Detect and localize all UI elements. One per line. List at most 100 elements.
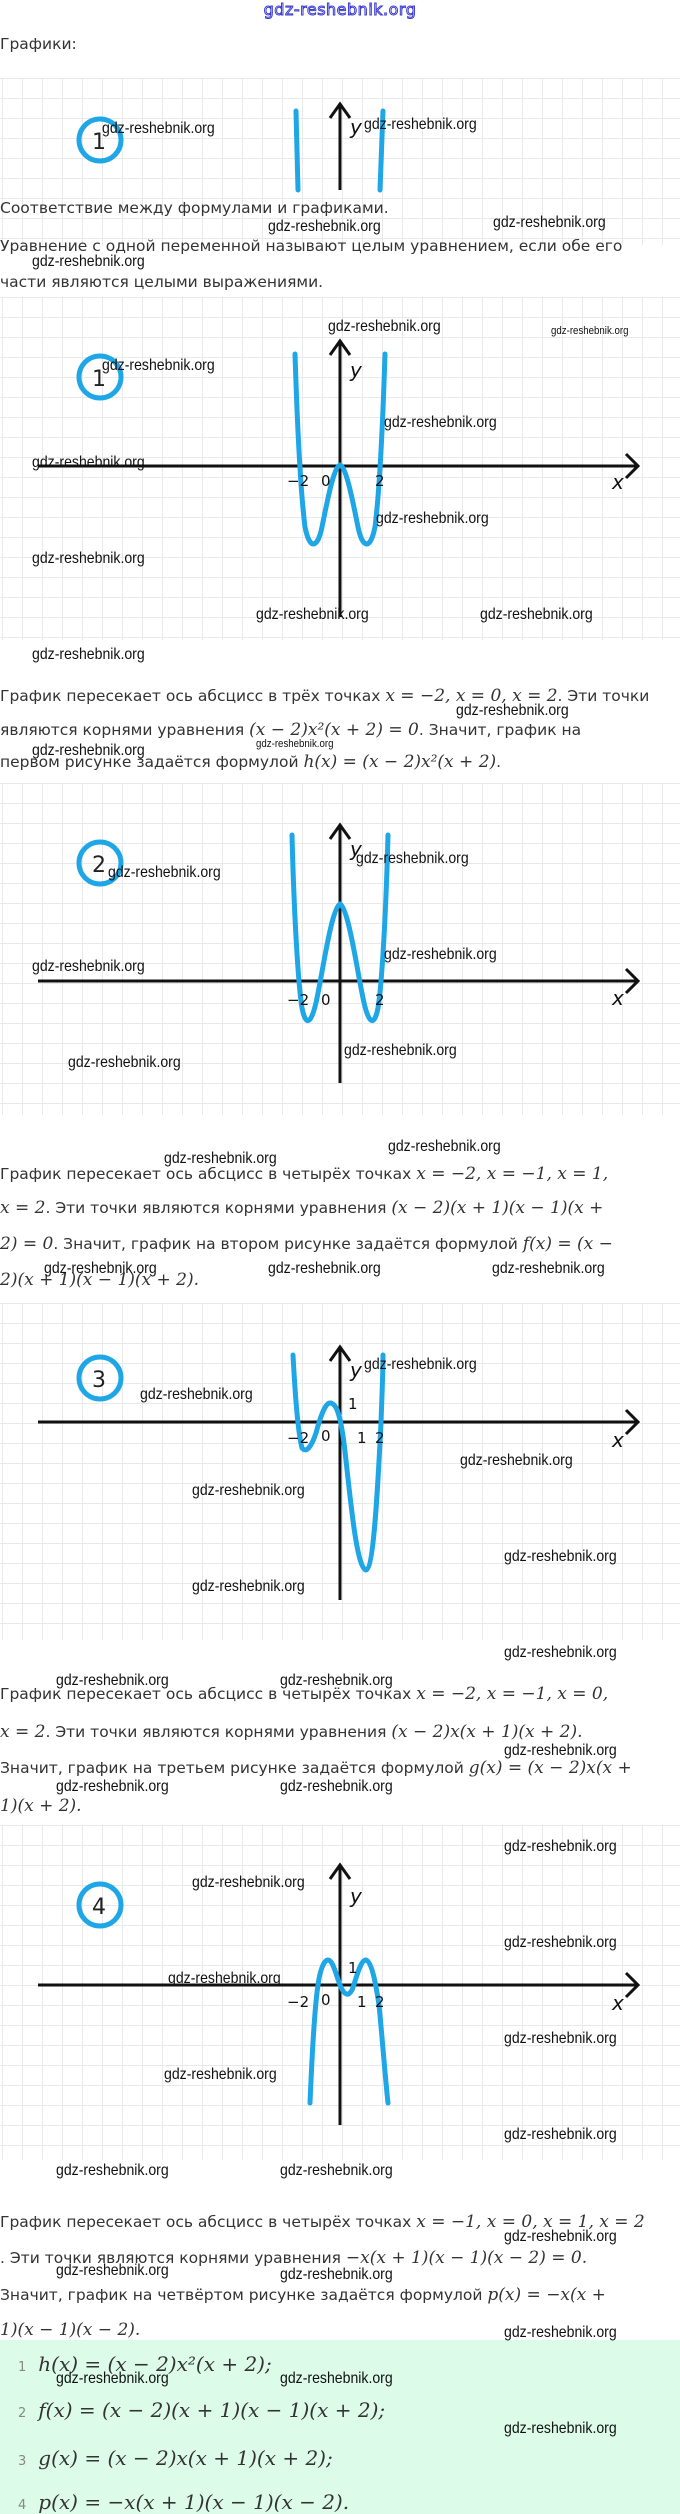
- math: 2)(x + 1)(x − 1)(x + 2).: [0, 1270, 200, 1290]
- text: . Эти точки являются корнями уравнения: [0, 2249, 346, 2267]
- explanation-3-line-4: 1)(x + 2).: [0, 1796, 680, 1816]
- watermark: gdz-reshebnik.org: [504, 1934, 617, 1951]
- x-tick-neg2: −2: [287, 1429, 309, 1447]
- graph-preview-svg: 1 y: [76, 101, 386, 193]
- x-axis-arrow-icon: [624, 1408, 641, 1436]
- explanation-4-line-4: 1)(x − 1)(x − 2).: [0, 2320, 680, 2340]
- answer-number: 4: [18, 2498, 27, 2513]
- watermark: gdz-reshebnik.org: [388, 1138, 501, 1155]
- math: −x(x + 1)(x − 1)(x − 2) = 0.: [345, 2248, 588, 2268]
- graph-preview: 1 y: [0, 78, 680, 245]
- watermark: gdz-reshebnik.org: [504, 1742, 617, 1759]
- watermark: gdz-reshebnik.org: [280, 2266, 393, 2283]
- graph-1-svg: 1 x y −2 0 2: [38, 338, 641, 617]
- explanation-1-line-1: График пересекает ось абсцисс в трёх точ…: [0, 686, 680, 706]
- x-tick-1: 1: [357, 1993, 367, 2011]
- badge-circle-icon: [76, 1881, 124, 1929]
- badge-circle-icon: [76, 353, 124, 401]
- x-axis-arrow-icon: [624, 1971, 641, 1999]
- watermark: gdz-reshebnik.org: [280, 2370, 393, 2387]
- watermark: gdz-reshebnik.org: [504, 1548, 617, 1565]
- watermark: gdz-reshebnik.org: [32, 454, 145, 471]
- answer-formula: g(x) = (x − 2)x(x + 1)(x + 2);: [38, 2446, 333, 2470]
- x-tick-1: 1: [357, 1429, 367, 1447]
- y-axis-arrow-icon: [328, 101, 352, 119]
- x-axis-label: x: [611, 986, 624, 1010]
- math: (x − 2)x²(x + 2) = 0: [249, 720, 419, 740]
- text: являются корнями уравнения: [0, 721, 250, 739]
- x-tick-neg2: −2: [287, 1993, 309, 2011]
- text: . Значит, график на втором рисунке задаё…: [53, 1235, 523, 1253]
- badge-number: 4: [92, 1895, 106, 1920]
- math: x = 2: [0, 1722, 46, 1742]
- x-tick-2: 2: [375, 1429, 385, 1447]
- badge-number: 2: [92, 853, 106, 878]
- watermark: gdz-reshebnik.org: [32, 646, 145, 663]
- watermark: gdz-reshebnik.org: [268, 218, 381, 235]
- definition-line-2: части являются целыми выражениями.: [0, 273, 324, 291]
- watermark: gdz-reshebnik.org: [480, 606, 593, 623]
- watermark: gdz-reshebnik.org: [164, 2066, 277, 2083]
- graph-4: 4 x y 1 −2 0 1 2: [0, 1825, 680, 2160]
- math: x = −2, x = −1, x = 0,: [416, 1684, 609, 1704]
- match-label: Соответствие между формулами и графиками…: [0, 199, 389, 217]
- y-axis-label: y: [349, 837, 363, 861]
- explanation-2-line-4: 2)(x + 1)(x − 1)(x + 2).: [0, 1270, 680, 1290]
- site-header-logo[interactable]: gdz-reshebnik.org: [263, 0, 417, 20]
- watermark: gdz-reshebnik.org: [102, 120, 215, 137]
- y-axis-label: y: [349, 358, 363, 382]
- text: График пересекает ось абсцисс в четырёх …: [0, 1165, 417, 1183]
- watermark: gdz-reshebnik.org: [102, 357, 215, 374]
- watermark: gdz-reshebnik.org: [504, 1838, 617, 1855]
- explanation-2-line-3: 2) = 0. Значит, график на втором рисунке…: [0, 1234, 680, 1254]
- y-axis-arrow-icon: [328, 822, 352, 840]
- explanation-2-line-1: График пересекает ось абсцисс в четырёх …: [0, 1164, 680, 1184]
- watermark: gdz-reshebnik.org: [280, 1672, 393, 1689]
- graph-3: 3 x y 1 −2 0 1 2: [0, 1303, 680, 1640]
- curve-f: [289, 832, 391, 1023]
- x-axis-arrow-icon: [624, 967, 641, 995]
- math: g(x) = (x − 2)x(x +: [468, 1758, 632, 1778]
- watermark: gdz-reshebnik.org: [364, 116, 477, 133]
- watermark: gdz-reshebnik.org: [356, 850, 469, 867]
- watermark: gdz-reshebnik.org: [56, 2262, 169, 2279]
- watermark: gdz-reshebnik.org: [344, 1042, 457, 1059]
- x-tick-0: 0: [321, 991, 331, 1009]
- x-tick-neg2: −2: [287, 991, 309, 1009]
- watermark: gdz-reshebnik.org: [32, 253, 145, 270]
- watermark: gdz-reshebnik.org: [168, 1970, 281, 1987]
- math: x = −2, x = 0, x = 2: [385, 686, 558, 706]
- watermark: gdz-reshebnik.org: [456, 702, 569, 719]
- math: (x − 2)(x + 1)(x − 1)(x +: [391, 1198, 604, 1218]
- watermark: gdz-reshebnik.org: [256, 606, 369, 623]
- y-axis-label: y: [349, 1884, 363, 1908]
- x-axis-arrow-icon: [624, 452, 641, 480]
- answer-formula: f(x) = (x − 2)(x + 1)(x − 1)(x + 2);: [38, 2398, 386, 2422]
- math: p(x) = −x(x +: [487, 2285, 606, 2305]
- x-tick-0: 0: [321, 472, 331, 490]
- text: Значит, график на третьем рисунке задаёт…: [0, 1759, 469, 1777]
- watermark: gdz-reshebnik.org: [32, 958, 145, 975]
- watermark: gdz-reshebnik.org: [56, 1778, 169, 1795]
- math: x = −1, x = 0, x = 1, x = 2: [416, 2212, 645, 2232]
- y-tick-1: 1: [348, 1395, 358, 1413]
- graph-2-svg: 2 x y −2 0 2: [38, 822, 641, 1083]
- watermark: gdz-reshebnik.org: [551, 325, 629, 337]
- explanation-4-line-1: График пересекает ось абсцисс в четырёх …: [0, 2212, 680, 2232]
- watermark: gdz-reshebnik.org: [328, 318, 441, 335]
- text: . Эти точки являются корнями уравнения: [45, 1723, 392, 1741]
- answer-number: 1: [18, 2360, 27, 2375]
- watermark: gdz-reshebnik.org: [68, 1054, 181, 1071]
- graph-3-svg: 3 x y 1 −2 0 1 2: [38, 1344, 641, 1600]
- explanation-3-line-1: График пересекает ось абсцисс в четырёх …: [0, 1684, 680, 1704]
- watermark: gdz-reshebnik.org: [256, 738, 334, 750]
- answer-formula: h(x) = (x − 2)x²(x + 2);: [38, 2352, 272, 2376]
- x-axis-label: x: [611, 470, 624, 494]
- watermark: gdz-reshebnik.org: [384, 946, 497, 963]
- watermark: gdz-reshebnik.org: [376, 510, 489, 527]
- x-tick-0: 0: [321, 1427, 331, 1445]
- graph-4-svg: 4 x y 1 −2 0 1 2: [38, 1862, 641, 2125]
- watermark: gdz-reshebnik.org: [108, 864, 221, 881]
